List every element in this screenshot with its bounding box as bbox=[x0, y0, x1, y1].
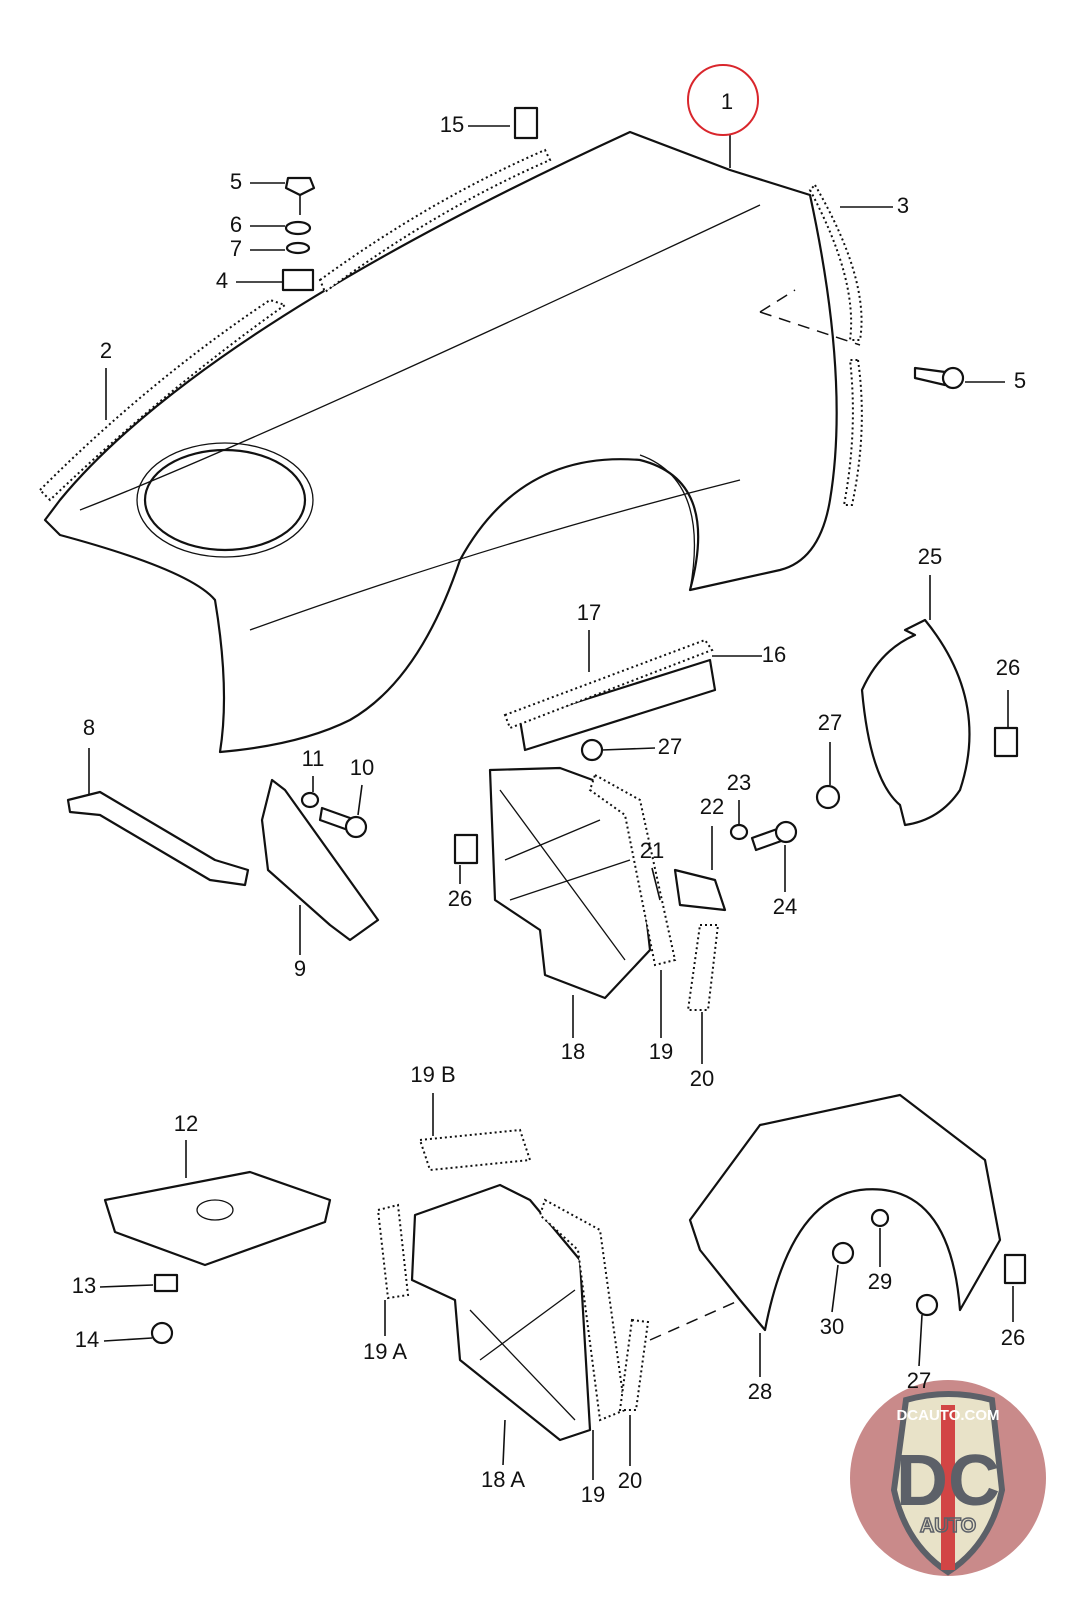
bracket-part-22 bbox=[673, 868, 727, 912]
callout-label: 12 bbox=[174, 1111, 198, 1136]
logo-site-text: DCAUTO.COM bbox=[896, 1407, 999, 1424]
seal-part-17 bbox=[503, 638, 714, 730]
callout-label: 15 bbox=[440, 112, 464, 137]
callout-label: 5 bbox=[230, 169, 242, 194]
seal-part-20-lower bbox=[618, 1318, 650, 1411]
callout-label: 28 bbox=[748, 1379, 772, 1404]
nut-part-26-lower bbox=[1003, 1253, 1027, 1285]
hardware-group bbox=[281, 106, 965, 390]
dcauto-logo: DCAUTO.COM DC AUTO bbox=[850, 1380, 1046, 1576]
bracket-part-9 bbox=[260, 778, 380, 942]
seal-part-3 bbox=[808, 183, 863, 341]
washer-part-7 bbox=[285, 241, 311, 255]
callout-label: 8 bbox=[83, 715, 95, 740]
clip-part-15 bbox=[513, 106, 539, 140]
nut-part-26-right bbox=[993, 726, 1019, 758]
logo-stripe bbox=[941, 1405, 955, 1570]
callout-label: 7 bbox=[230, 236, 242, 261]
washer-part-23 bbox=[729, 823, 749, 841]
callout-label: 20 bbox=[690, 1066, 714, 1091]
callout-label: 11 bbox=[302, 746, 325, 771]
callout-label: 24 bbox=[773, 894, 797, 919]
clip-part-29 bbox=[870, 1208, 890, 1228]
screw-part-27-lower bbox=[915, 1293, 939, 1317]
callout-label: 21 bbox=[640, 838, 664, 863]
plate-part-12 bbox=[103, 1170, 332, 1267]
nut-part-26 bbox=[453, 833, 479, 865]
callout-label: 19 A bbox=[363, 1339, 407, 1364]
callout-label: 18 bbox=[561, 1039, 585, 1064]
washer-part-11 bbox=[300, 791, 320, 809]
callout-label: 25 bbox=[918, 544, 942, 569]
callout-label: 23 bbox=[727, 770, 751, 795]
callout-label: 26 bbox=[1001, 1325, 1025, 1350]
plate-part-4 bbox=[281, 268, 315, 292]
callout-label: 19 B bbox=[410, 1062, 455, 1087]
callout-label: 18 A bbox=[481, 1467, 525, 1492]
callout-label: 19 bbox=[649, 1039, 673, 1064]
callout-label: 13 bbox=[72, 1273, 96, 1298]
screw-part-27 bbox=[580, 738, 604, 762]
callout-label: 27 bbox=[818, 710, 842, 735]
callout-label: 26 bbox=[996, 655, 1020, 680]
screw-part-14 bbox=[150, 1321, 174, 1345]
logo-mark-text: DC bbox=[896, 1441, 1000, 1521]
callout-label: 10 bbox=[350, 755, 374, 780]
screw-part-5 bbox=[913, 366, 947, 387]
callout-label: 27 bbox=[658, 734, 682, 759]
seal-part-19b bbox=[418, 1128, 532, 1172]
callout-label: 26 bbox=[448, 886, 472, 911]
logo-sub-text: AUTO bbox=[920, 1515, 976, 1537]
washer-part-6 bbox=[284, 220, 312, 236]
callout-label: 29 bbox=[868, 1269, 892, 1294]
rail-part-16 bbox=[518, 658, 717, 752]
callout-label: 22 bbox=[700, 794, 724, 819]
callout-label: 9 bbox=[294, 956, 306, 981]
callout-label: 16 bbox=[762, 642, 786, 667]
cover-part-25 bbox=[860, 618, 971, 827]
highlight-circle bbox=[687, 64, 759, 136]
callout-label: 27 bbox=[907, 1368, 931, 1393]
nut-part-13 bbox=[153, 1273, 179, 1293]
screw-part-30 bbox=[831, 1241, 855, 1265]
panel-part-18a bbox=[410, 1183, 592, 1442]
wheelhouse-part-28 bbox=[688, 1093, 1002, 1332]
fender-part-1 bbox=[43, 130, 838, 754]
seal-part-19 bbox=[588, 773, 677, 967]
leader-lines bbox=[88, 125, 1014, 1480]
callout-label: 19 bbox=[581, 1482, 605, 1507]
callout-label: 14 bbox=[75, 1327, 99, 1352]
seal-part-3-lower bbox=[842, 359, 863, 506]
callout-label: 20 bbox=[618, 1468, 642, 1493]
bracket-part-8 bbox=[66, 790, 250, 887]
bolt-part-5 bbox=[284, 176, 316, 197]
seal-part-19-lower bbox=[538, 1198, 627, 1422]
callout-label: 1 bbox=[721, 89, 733, 114]
callout-label: 30 bbox=[820, 1314, 844, 1339]
seal-part-19a bbox=[376, 1203, 410, 1300]
callout-label: 5 bbox=[1014, 368, 1026, 393]
callout-label: 4 bbox=[216, 268, 228, 293]
seal-part-20 bbox=[686, 924, 720, 1011]
callout-label: 6 bbox=[230, 212, 242, 237]
callout-label: 17 bbox=[577, 600, 601, 625]
seal-part-2 bbox=[38, 298, 288, 502]
screw-part-27-right bbox=[815, 784, 841, 810]
callout-label: 3 bbox=[897, 193, 909, 218]
seal-part-2-upper bbox=[318, 148, 552, 294]
callout-label: 2 bbox=[100, 338, 112, 363]
